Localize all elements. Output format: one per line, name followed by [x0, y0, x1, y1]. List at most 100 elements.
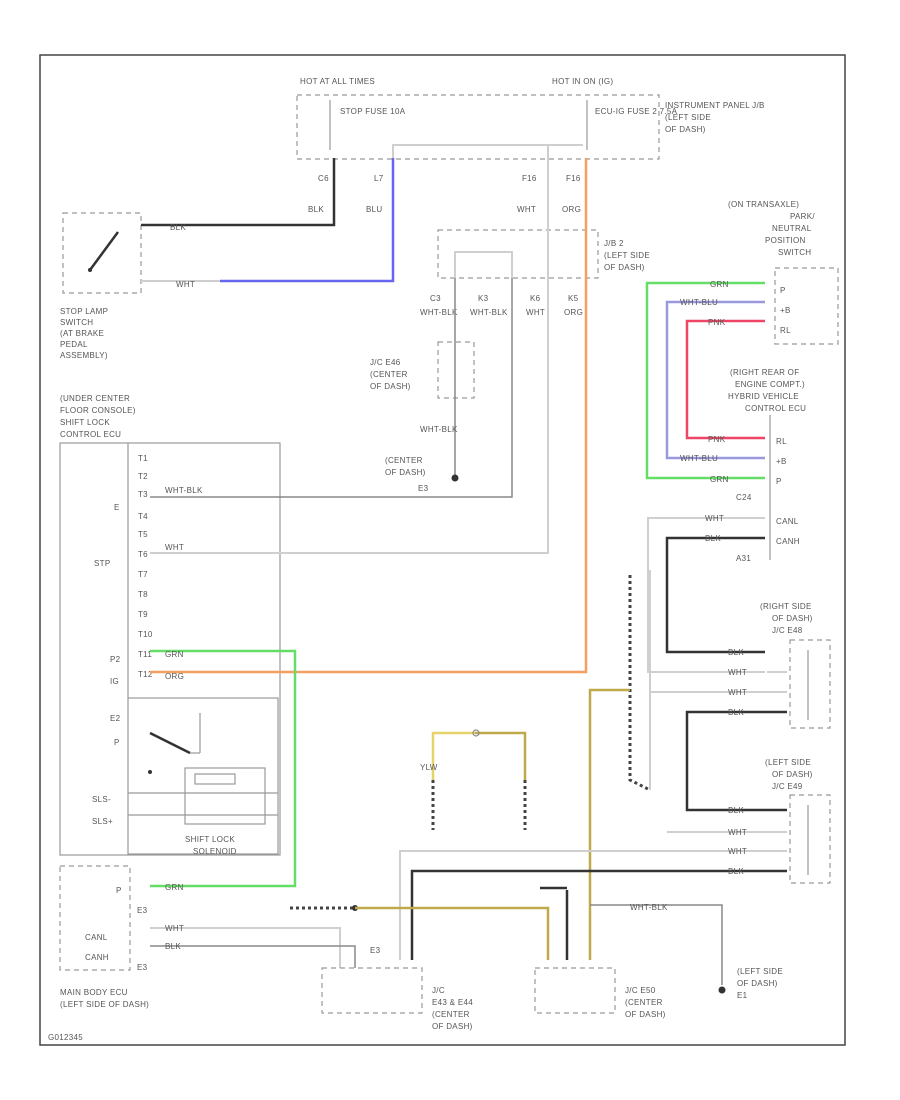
mb-label-2: (LEFT SIDE OF DASH) — [60, 1000, 149, 1009]
stop-lamp-label-2: SWITCH — [60, 318, 93, 327]
jb2-label-2: (LEFT SIDE — [604, 251, 650, 260]
wire-wht-mb-label: WHT — [165, 924, 184, 933]
shift-pin-e: E — [114, 503, 120, 512]
shift-pin-p2: P2 — [110, 655, 121, 664]
stop-lamp-switch: STOP LAMP SWITCH (AT BRAKE PEDAL ASSEMBL… — [60, 212, 142, 360]
wire-pnk-r — [685, 319, 765, 440]
wire-grn-a: GRN — [710, 280, 729, 289]
wire-whtblu-a: WHT-BLU — [680, 298, 718, 307]
pin-k6: K6 — [530, 294, 541, 303]
jc-e43-label-4: OF DASH) — [432, 1022, 473, 1031]
hot-in-on-label: HOT IN ON (IG) — [552, 77, 613, 86]
solenoid-label-1: SHIFT LOCK — [185, 835, 235, 844]
wire-blu-stop — [220, 158, 395, 283]
mb-pin-p: P — [116, 886, 122, 895]
ground-center-label-2: OF DASH) — [385, 468, 426, 477]
wire-grn-b: GRN — [710, 475, 729, 484]
ground-left-label-1: (LEFT SIDE — [737, 967, 783, 976]
wire-whtblk-ground — [590, 904, 723, 985]
jc-e50: J/C E50 (CENTER OF DASH) — [534, 967, 666, 1019]
figure-id: G012345 — [48, 1033, 83, 1042]
wire-blk-e49a: BLK — [728, 806, 744, 815]
shift-pin-e2: E2 — [110, 714, 121, 723]
wire-blk-e48 — [685, 710, 787, 812]
shift-t10: T10 — [138, 630, 153, 639]
jc-e43-label-2: E43 & E44 — [432, 998, 473, 1007]
jc-left-label-3: J/C E49 — [772, 782, 803, 791]
jc-right-label-3: J/C E48 — [772, 626, 803, 635]
wire-whtblk-a: WHT-BLK — [420, 308, 458, 317]
hv-a31: A31 — [736, 554, 751, 563]
shift-t1: T1 — [138, 454, 148, 463]
pin-c6: C6 — [318, 174, 329, 183]
pns-pin-p: P — [780, 286, 786, 295]
shift-pin-slsm: SLS- — [92, 795, 111, 804]
shift-ecu-title-4: CONTROL ECU — [60, 430, 121, 439]
jc-e43-label-1: J/C — [432, 986, 445, 995]
hv-pin-ns: +B — [776, 457, 787, 466]
pin-k3: K3 — [478, 294, 489, 303]
wire-wht-canl — [647, 517, 765, 673]
wire-org-k5: ORG — [564, 308, 583, 317]
pin-c3: C3 — [430, 294, 441, 303]
wire-wht-label-2: WHT — [517, 205, 536, 214]
mb-label-1: MAIN BODY ECU — [60, 988, 128, 997]
mb-e3a: E3 — [137, 906, 148, 915]
jc-e48: (RIGHT SIDE OF DASH) J/C E48 — [760, 602, 831, 729]
hv-pin-r: RL — [776, 437, 787, 446]
jb-label-2: (LEFT SIDE — [665, 113, 711, 122]
wire-pnk-a: PNK — [708, 318, 726, 327]
stop-fuse-label: STOP FUSE 10A — [340, 107, 406, 116]
pns-label-1: (ON TRANSAXLE) — [728, 200, 799, 209]
shift-ecu-title-3: SHIFT LOCK — [60, 418, 110, 427]
wire-whtblk-b: WHT-BLK — [470, 308, 508, 317]
wire-blu-label: BLU — [366, 205, 382, 214]
wire-blk-e49 — [410, 869, 787, 960]
wire-ybk-a — [475, 731, 527, 780]
hybrid-vehicle-control-ecu: (RIGHT REAR OF ENGINE COMPT.) HYBRID VEH… — [728, 368, 806, 563]
wire-blk-canh-label: BLK — [705, 534, 721, 543]
wire-whtblk-e — [150, 278, 513, 498]
wire-wht-k6: WHT — [526, 308, 545, 317]
wire-ybk-center — [355, 906, 550, 960]
shift-t3: T3 — [138, 490, 148, 499]
pns-pin-r: RL — [780, 326, 791, 335]
jb-label-1: INSTRUMENT PANEL J/B — [665, 101, 765, 110]
jb2-label-3: OF DASH) — [604, 263, 645, 272]
wire-whtblk-c: WHT-BLK — [420, 425, 458, 434]
wire-blk-e48b: BLK — [728, 708, 744, 717]
shift-t2: T2 — [138, 472, 148, 481]
wire-blk-canh — [665, 536, 765, 654]
jc-e50-label-2: (CENTER — [625, 998, 663, 1007]
diagram-frame — [39, 54, 846, 1046]
hv-label-2: ENGINE COMPT.) — [735, 380, 805, 389]
ground-left-label-2: OF DASH) — [737, 979, 778, 988]
wire-wht-label-1: WHT — [176, 280, 195, 289]
shift-pin-p: P — [114, 738, 120, 747]
stop-lamp-label-3: (AT BRAKE — [60, 329, 104, 338]
stop-lamp-label-4: PEDAL — [60, 340, 88, 349]
solenoid-label-2: SOLENOID — [193, 847, 237, 856]
stop-lamp-label-1: STOP LAMP — [60, 307, 108, 316]
wire-wht-e48a: WHT — [728, 668, 747, 677]
wire-blk-e48a: BLK — [728, 648, 744, 657]
stop-lamp-label-5: ASSEMBLY) — [60, 351, 108, 360]
shift-t8: T8 — [138, 590, 148, 599]
wire-whtblk-ground-label: WHT-BLK — [630, 903, 668, 912]
wire-ybk-right — [588, 688, 630, 960]
ground-center-dot — [451, 474, 459, 482]
ground-left-dot — [718, 986, 726, 994]
shift-t6: T6 — [138, 550, 148, 559]
shift-ecu-title-2: FLOOR CONSOLE) — [60, 406, 136, 415]
wire-ylw-a — [431, 731, 475, 780]
wire-grn-p2-label: GRN — [165, 650, 184, 659]
jc-e46-label-1: J/C E46 — [370, 358, 401, 367]
shift-t5: T5 — [138, 530, 148, 539]
jc-e49: (LEFT SIDE OF DASH) J/C E49 — [765, 758, 831, 884]
wire-pnk-b: PNK — [708, 435, 726, 444]
wire-blk-mb-canh — [150, 945, 356, 968]
pin-f16b: F16 — [566, 174, 581, 183]
jc-e50-label-3: OF DASH) — [625, 1010, 666, 1019]
hv-label-1: (RIGHT REAR OF — [730, 368, 799, 377]
jc-e43-e44: J/C E43 & E44 (CENTER OF DASH) — [321, 967, 473, 1031]
